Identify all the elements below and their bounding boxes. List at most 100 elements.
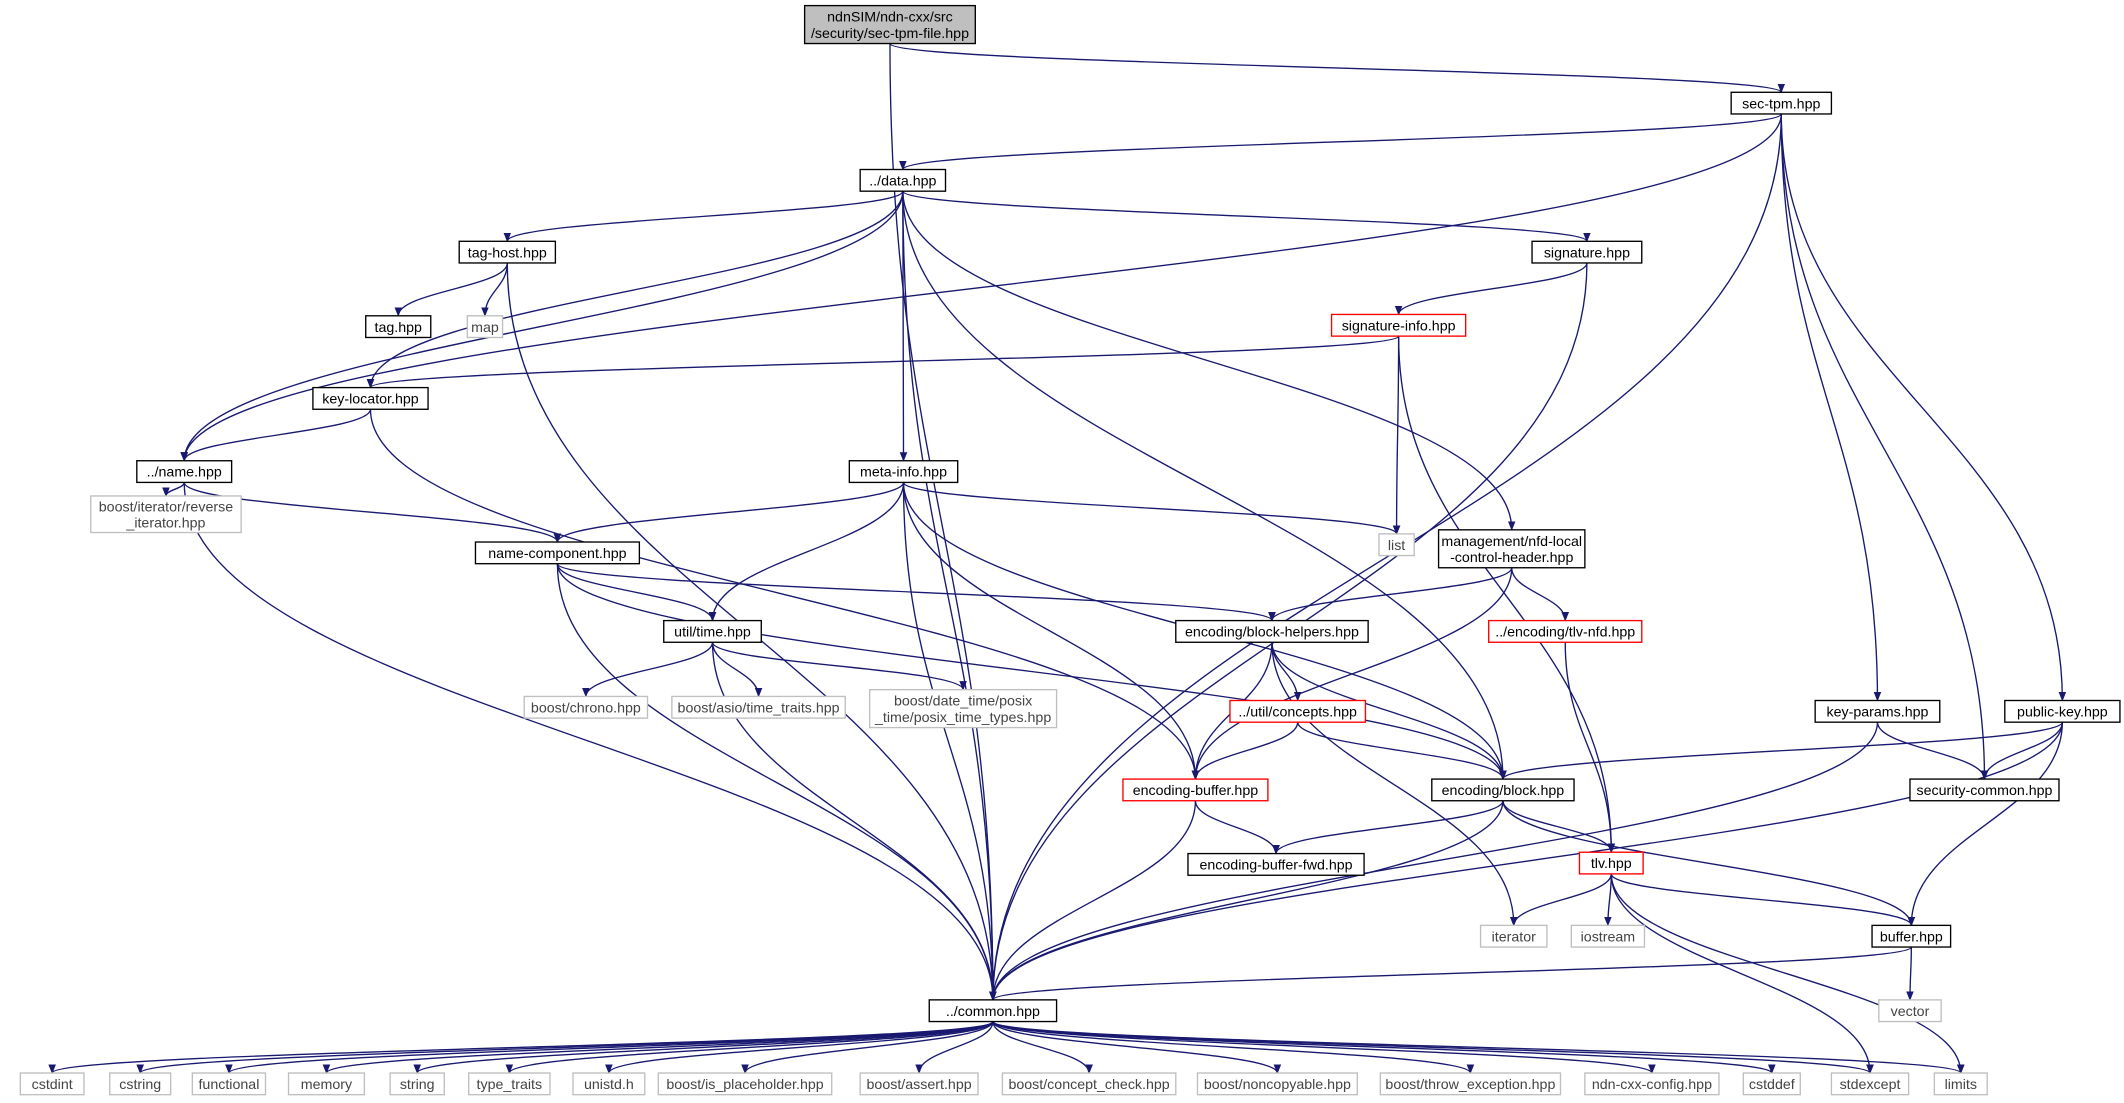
edge-sectpm-to-seccommon <box>1780 113 1989 781</box>
edge-tlv-to-stdexcept <box>1610 873 1874 1074</box>
node-label: ../name.hpp <box>147 465 222 481</box>
edge-nfdlocal-to-tlvnfd <box>1511 567 1570 622</box>
edge-data-to-nfdlocal <box>902 191 1516 531</box>
node-taghost[interactable]: tag-host.hpp <box>458 240 557 264</box>
node-label: boost/date_time/posix_time/posix_time_ty… <box>874 694 1051 726</box>
edge-sectpm-to-keyparams <box>1780 113 1882 702</box>
node-box <box>1196 1072 1358 1096</box>
node-label: tlv.hpp <box>1591 856 1632 872</box>
edge-taghost-to-tag <box>394 262 508 317</box>
node-siginfo[interactable]: signature-info.hpp <box>1330 313 1467 337</box>
node-label: boost/iterator/reverse_iterator.hpp <box>99 499 233 531</box>
node-label: meta-info.hpp <box>860 465 947 481</box>
node-label: signature.hpp <box>1544 245 1630 261</box>
node-metainfo[interactable]: meta-info.hpp <box>848 460 959 484</box>
node-sectpm[interactable]: sec-tpm.hpp <box>1730 91 1833 115</box>
edge-namecomp-to-common <box>556 563 997 1001</box>
node-keyloc[interactable]: key-locator.hpp <box>312 386 429 410</box>
edge-sectpm-to-pubkey <box>1780 113 2067 702</box>
node-label: boost/throw_exception.hpp <box>1385 1077 1555 1093</box>
edge-nfdlocal-to-blockhelpers <box>1268 567 1513 622</box>
node-box <box>868 688 1058 729</box>
node-conceptcheck: boost/concept_check.hpp <box>1001 1072 1177 1096</box>
node-encbuffwd[interactable]: encoding-buffer-fwd.hpp <box>1187 852 1365 876</box>
node-datetime: boost/date_time/posix_time/posix_time_ty… <box>868 688 1058 729</box>
edge-signature-to-siginfo <box>1394 262 1588 316</box>
node-box <box>1479 924 1548 948</box>
node-typetraits: type_traits <box>468 1072 551 1096</box>
edge-buffer-to-vector <box>1906 947 1914 1001</box>
node-buffer[interactable]: buffer.hpp <box>1871 924 1952 948</box>
node-throwexc: boost/throw_exception.hpp <box>1379 1072 1562 1096</box>
edge-common-to-ndncfg <box>992 1020 1656 1074</box>
node-common[interactable]: ../common.hpp <box>928 999 1058 1023</box>
node-iterator: iterator <box>1479 924 1548 948</box>
node-box <box>1742 1072 1801 1096</box>
edges-layer <box>48 42 2067 1074</box>
edge-name-to-reviter <box>162 482 185 497</box>
node-namecomp[interactable]: name-component.hpp <box>474 541 641 565</box>
edge-keyparams-to-seccommon <box>1876 722 1989 781</box>
node-pubkey[interactable]: public-key.hpp <box>2004 699 2121 723</box>
node-box <box>803 4 976 45</box>
node-list: list <box>1378 533 1415 557</box>
node-label: boost/concept_check.hpp <box>1008 1077 1169 1093</box>
edge-tlv-to-limits <box>1610 873 1965 1074</box>
node-utiltime[interactable]: util/time.hpp <box>663 619 762 643</box>
edge-common-to-functional <box>225 1020 994 1074</box>
node-signature[interactable]: signature.hpp <box>1531 240 1643 264</box>
node-box <box>1933 1072 1988 1096</box>
node-box <box>859 168 947 192</box>
node-box <box>191 1072 267 1096</box>
node-isplaceholder: boost/is_placeholder.hpp <box>657 1072 833 1096</box>
node-seccommon[interactable]: security-common.hpp <box>1909 778 2060 802</box>
edge-siginfo-to-tlv <box>1397 336 1616 854</box>
node-box <box>90 495 242 534</box>
node-functional: functional <box>191 1072 267 1096</box>
edge-name-to-common <box>183 482 997 1001</box>
node-label: name-component.hpp <box>488 546 626 562</box>
node-concepts[interactable]: ../util/concepts.hpp <box>1229 699 1367 723</box>
node-map: map <box>466 315 504 339</box>
node-label: boost/chrono.hpp <box>531 700 641 716</box>
edge-concepts-to-block <box>1297 721 1507 781</box>
node-label: stdexcept <box>1840 1077 1901 1093</box>
node-data[interactable]: ../data.hpp <box>859 168 947 192</box>
node-label: cstring <box>119 1077 161 1093</box>
edge-common-to-isplaceholder <box>741 1021 994 1074</box>
node-blockhelpers[interactable]: encoding/block-helpers.hpp <box>1175 619 1369 643</box>
edge-common-to-throwexc <box>992 1020 1475 1074</box>
edge-data-to-keyloc <box>366 191 904 389</box>
node-label: iterator <box>1492 929 1537 945</box>
edge-block-to-buffer <box>1502 800 1916 927</box>
edge-blockhelpers-to-iterator <box>1271 642 1518 927</box>
node-box <box>389 1072 445 1096</box>
node-box <box>859 1072 979 1096</box>
edge-pubkey-to-common <box>989 722 2064 1001</box>
node-label: type_traits <box>477 1077 543 1093</box>
node-label: signature-info.hpp <box>1342 318 1456 334</box>
node-box <box>1871 924 1952 948</box>
node-box <box>523 695 649 719</box>
node-label: ../common.hpp <box>946 1004 1040 1020</box>
node-keyparams[interactable]: key-params.hpp <box>1814 699 1941 723</box>
node-label: boost/noncopyable.hpp <box>1204 1077 1351 1093</box>
node-block[interactable]: encoding/block.hpp <box>1431 778 1575 802</box>
edge-common-to-assert <box>915 1021 994 1074</box>
node-label: map <box>471 320 499 336</box>
node-tag[interactable]: tag.hpp <box>365 315 432 339</box>
node-root[interactable]: ndnSIM/ndn-cxx/src/security/sec-tpm-file… <box>803 4 976 45</box>
node-box <box>1431 778 1575 802</box>
node-nfdlocal[interactable]: management/nfd-local-control-header.hpp <box>1437 529 1586 569</box>
node-label: unistd.h <box>584 1077 634 1093</box>
node-encbuf[interactable]: encoding-buffer.hpp <box>1122 778 1269 802</box>
node-unistd: unistd.h <box>572 1072 646 1096</box>
node-tlvnfd[interactable]: ../encoding/tlv-nfd.hpp <box>1488 619 1643 643</box>
nodes-layer: ndnSIM/ndn-cxx/src/security/sec-tpm-file… <box>19 4 2121 1096</box>
node-box <box>572 1072 646 1096</box>
edge-encbuf-to-common <box>989 800 1197 1001</box>
node-name[interactable]: ../name.hpp <box>136 460 233 484</box>
edge-keyparams-to-common <box>989 722 1879 1001</box>
node-tlv[interactable]: tlv.hpp <box>1578 851 1644 875</box>
